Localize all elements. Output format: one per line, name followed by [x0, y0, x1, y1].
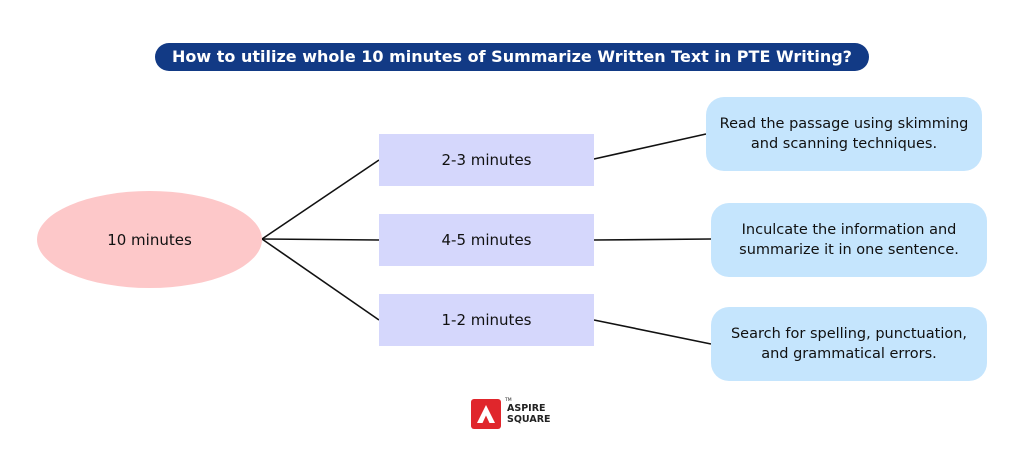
connector-step-2-to-description — [593, 238, 712, 241]
step-node-label: 2-3 minutes — [441, 151, 532, 169]
description-line: Read the passage using skimming — [719, 116, 969, 132]
step-node-3: 1-2 minutes — [379, 294, 594, 346]
description-line: and scanning techniques. — [750, 136, 938, 152]
diagram-title: How to utilize whole 10 minutes of Summa… — [155, 43, 869, 71]
step-node-label: 1-2 minutes — [441, 311, 532, 329]
brand-mark-icon — [471, 399, 501, 429]
description-node-2: Inculcate the information and summarize … — [711, 203, 987, 277]
step-node-label: 4-5 minutes — [441, 231, 532, 249]
step-node-1: 2-3 minutes — [379, 134, 594, 186]
connector-root-to-step-3 — [261, 238, 380, 321]
connector-root-to-step-2 — [261, 238, 380, 241]
description-node-1: Read the passage using skimming and scan… — [706, 97, 982, 171]
description-line: summarize it in one sentence. — [739, 242, 959, 258]
trademark-mark: TM — [505, 398, 512, 403]
connector-root-to-step-1 — [261, 159, 380, 240]
description-line: Inculcate the information and — [741, 222, 957, 238]
brand-logo: TM ASPIRE SQUARE — [471, 398, 551, 430]
description-node-3: Search for spelling, punctuation, and gr… — [711, 307, 987, 381]
connector-step-3-to-description — [593, 319, 712, 345]
step-node-2: 4-5 minutes — [379, 214, 594, 266]
connector-step-1-to-description — [593, 133, 707, 160]
root-node: 10 minutes — [37, 191, 262, 288]
brand-wordmark: TM ASPIRE SQUARE — [505, 398, 551, 425]
root-node-label: 10 minutes — [107, 230, 192, 249]
brand-line-1: ASPIRE — [507, 403, 546, 414]
description-line: and grammatical errors. — [761, 346, 937, 362]
description-line: Search for spelling, punctuation, — [730, 326, 968, 342]
a-letter-icon — [477, 405, 495, 423]
brand-line-2: SQUARE — [507, 414, 551, 425]
